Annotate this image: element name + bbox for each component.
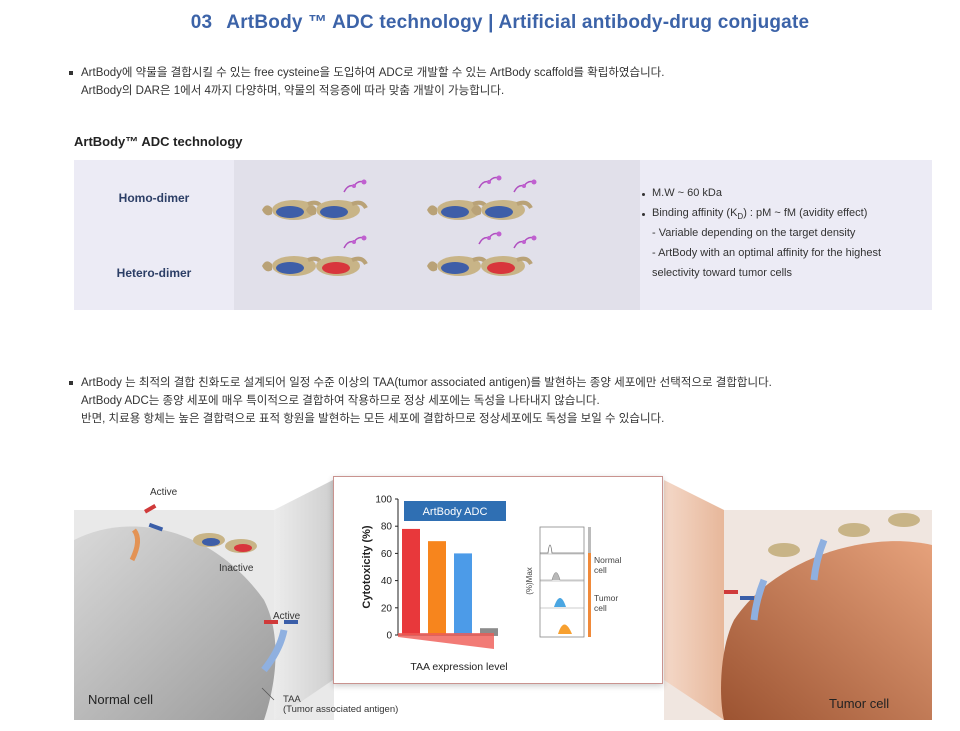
hist-peak-4 xyxy=(540,624,584,634)
body-line-3: 반면, 치료용 항체는 높은 결합력으로 표적 항원을 발현하는 모든 세포에 … xyxy=(81,413,665,425)
tumor-cell-shape xyxy=(721,541,932,720)
body-line-1: ArtBody 는 최적의 결합 친화도로 설계되어 일정 수준 이상의 TAA… xyxy=(81,377,772,389)
taa-gradient-wedge xyxy=(398,633,494,649)
chart-title: ArtBody ADC xyxy=(423,506,488,518)
tumor-bracket xyxy=(588,553,591,637)
bullet-dot xyxy=(69,381,73,385)
y-tick-label: 0 xyxy=(386,631,392,642)
hist-peak-1 xyxy=(540,544,584,554)
intro-line-1: ArtBody에 약물을 결합시킬 수 있는 free cysteine을 도입… xyxy=(81,67,665,79)
dimer-structures xyxy=(260,174,538,278)
homo-dimer-1 xyxy=(260,178,368,222)
homo-dimer-2 xyxy=(425,174,538,222)
dimer-images xyxy=(234,160,640,310)
affinity-value: ) : pM ~ fM (avidity effect) xyxy=(743,207,868,219)
bar-1 xyxy=(402,528,420,635)
hist-peak-2 xyxy=(540,572,584,581)
y-tick-label: 80 xyxy=(381,522,393,533)
spec-column: M.W ~ 60 kDa Binding affinity (KD) : pM … xyxy=(640,160,932,310)
hist-peak-3 xyxy=(540,598,584,607)
antibody-active-2 xyxy=(261,620,298,673)
intro-bullet: ArtBody에 약물을 결합시킬 수 있는 free cysteine을 도입… xyxy=(69,64,664,100)
histogram-panel: (%)Max Normal cell Tumor cell xyxy=(525,526,622,638)
hetero-dimer-label: Hetero-dimer xyxy=(116,266,192,280)
spec-affinity: Binding affinity (KD) : pM ~ fM (avidity… xyxy=(641,207,868,222)
tumor-cell-label: Tumor cell xyxy=(829,696,890,711)
bar-3 xyxy=(454,553,472,635)
taa-desc: (Tumor associated antigen) xyxy=(283,704,399,715)
spec-sub-1: - Variable depending on the target densi… xyxy=(652,227,856,239)
hetero-dimer-1 xyxy=(260,234,368,278)
bar-2 xyxy=(428,541,446,635)
right-funnel xyxy=(664,480,724,720)
normal-cell-label: Normal cell xyxy=(88,692,154,707)
homo-dimer-label: Homo-dimer xyxy=(118,191,190,205)
normal-bracket xyxy=(588,527,591,553)
taa-label: TAA xyxy=(283,694,301,705)
bars xyxy=(402,528,498,635)
histogram-frame xyxy=(539,526,585,638)
section-number: 03 xyxy=(190,12,213,33)
x-axis-label: TAA expression level xyxy=(410,661,507,673)
body-line-2: ArtBody ADC는 종양 세포에 매우 특이적으로 결합하여 작용하므로 … xyxy=(81,395,600,407)
hist-y-label: (%)Max xyxy=(525,567,534,595)
active-label-1: Active xyxy=(150,487,178,498)
y-tick-label: 40 xyxy=(381,576,393,587)
y-tick-label: 20 xyxy=(381,603,393,614)
chart-title-box xyxy=(404,501,506,521)
mechanism-diagram xyxy=(74,480,932,720)
affinity-label: Binding affinity (K xyxy=(652,207,738,219)
normal-label-2: cell xyxy=(594,565,607,575)
left-funnel xyxy=(274,480,333,720)
adc-spec-table: Homo-dimer Hetero-dimer xyxy=(74,160,932,310)
y-tick-label: 60 xyxy=(381,549,393,560)
antibody-active-1 xyxy=(129,504,164,562)
tumor-label-2: cell xyxy=(594,603,607,613)
taa-pointer xyxy=(261,687,275,701)
label-column: Homo-dimer Hetero-dimer xyxy=(74,160,234,310)
page-title: 03 ArtBody ™ ADC technology | Artificial … xyxy=(0,12,960,34)
spec-mw: M.W ~ 60 kDa xyxy=(642,187,722,199)
cytotoxicity-chart: Cytotoxicity (%) 0 20 40 60 80 100 ArtBody AD… xyxy=(361,495,622,674)
spec-sub-2a: - ArtBody with an optimal affinity for t… xyxy=(652,247,882,259)
title-text: ArtBody ™ ADC technology | Artificial an… xyxy=(226,12,810,33)
spec-sub-2b: selectivity toward tumor cells xyxy=(652,267,792,279)
tumor-antibodies xyxy=(724,513,920,621)
y-axis-label: Cytotoxicity (%) xyxy=(361,525,373,608)
cytotoxicity-chart-box: Cytotoxicity (%) 0 20 40 60 80 100 ArtBody AD… xyxy=(333,476,663,684)
normal-cell-shape xyxy=(74,526,276,720)
bar-4 xyxy=(480,628,498,635)
inactive-dimer xyxy=(193,533,257,553)
body-bullet: ArtBody 는 최적의 결합 친화도로 설계되어 일정 수준 이상의 TAA… xyxy=(69,374,772,428)
y-tick-label: 100 xyxy=(375,495,392,506)
active-label-2: Active xyxy=(273,611,301,622)
intro-line-2: ArtBody의 DAR은 1에서 4까지 다양하며, 약물의 적응증에 따라 … xyxy=(81,85,505,97)
hetero-dimer-2 xyxy=(425,230,538,278)
inactive-label: Inactive xyxy=(219,563,254,574)
affinity-subscript: D xyxy=(737,212,744,222)
bullet-dot xyxy=(69,71,73,75)
section-title: ArtBody™ ADC technology xyxy=(74,134,243,149)
tumor-label-1: Tumor xyxy=(594,593,618,603)
normal-label-1: Normal xyxy=(594,555,622,565)
